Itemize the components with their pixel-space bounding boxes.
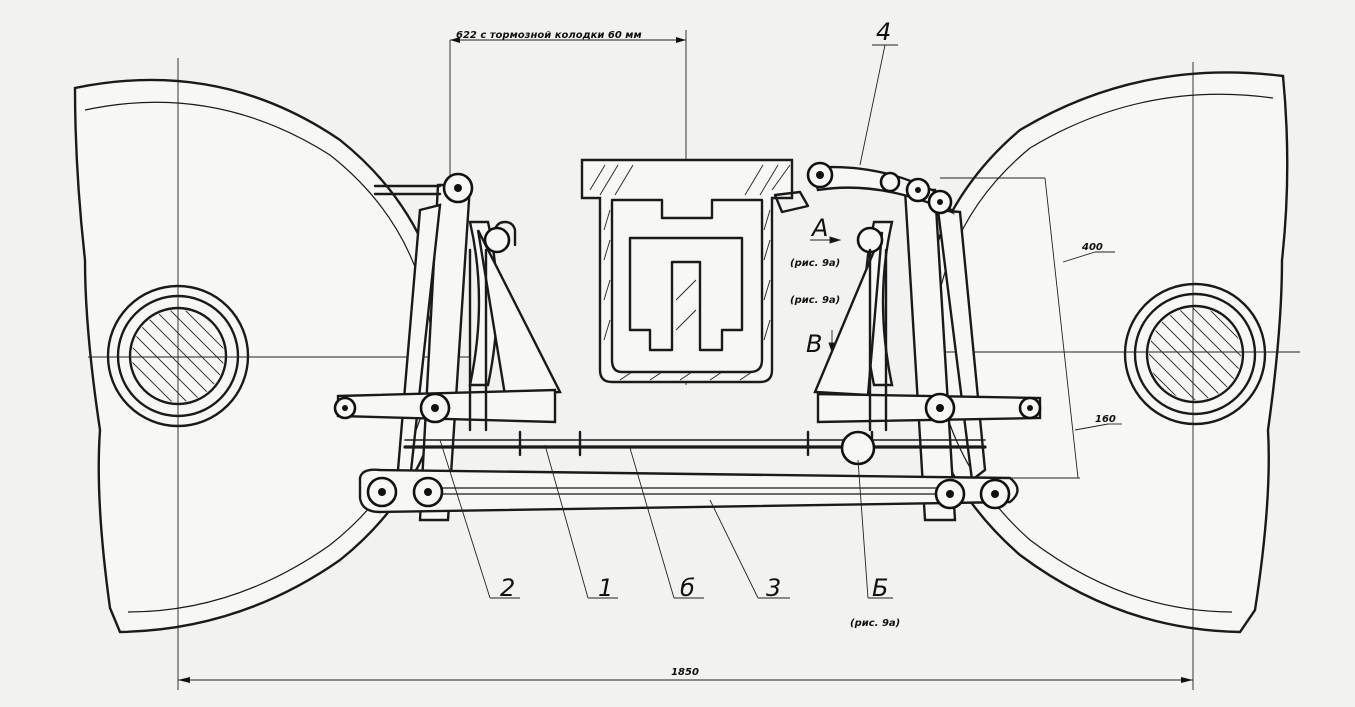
right-axle: [1123, 282, 1267, 426]
callout-part-6: б: [680, 574, 695, 602]
reference-a: (рис. 9а): [790, 258, 840, 269]
right-dimension-lines: [940, 177, 1122, 479]
reference-b: (рис. 9а): [850, 618, 900, 629]
view-v-label: В: [806, 330, 822, 358]
reference-mid: (рис. 9а): [790, 295, 840, 306]
tie-rod: [403, 430, 987, 457]
callout-part-2: 2: [500, 574, 515, 602]
view-a-label: А: [810, 214, 828, 242]
right-upper-dimension-label: 400: [1081, 242, 1103, 253]
top-dimension: [450, 37, 686, 43]
callout-part-4: 4: [876, 18, 891, 46]
right-lower-dimension-label: 160: [1095, 414, 1116, 425]
part-leaders: [439, 44, 898, 599]
top-lever: [773, 165, 955, 215]
bottom-beam: [358, 468, 1019, 514]
right-brake-shoe: [813, 220, 894, 397]
hinge-pins: [333, 161, 1042, 510]
callout-part-1: 1: [598, 574, 613, 602]
bolster-section: [580, 158, 794, 384]
callout-node-b: Б: [872, 574, 888, 602]
left-brake-shoe: [468, 220, 562, 397]
bottom-dimension: [178, 677, 1193, 683]
top-dimension-label: 622 с тормозной колодки 60 мм: [456, 30, 642, 41]
labels: 622 с тормозной колодки 60 мм 1850 400 1…: [456, 18, 1116, 678]
bottom-dimension-label: 1850: [671, 667, 699, 678]
callout-part-3: 3: [766, 574, 781, 602]
